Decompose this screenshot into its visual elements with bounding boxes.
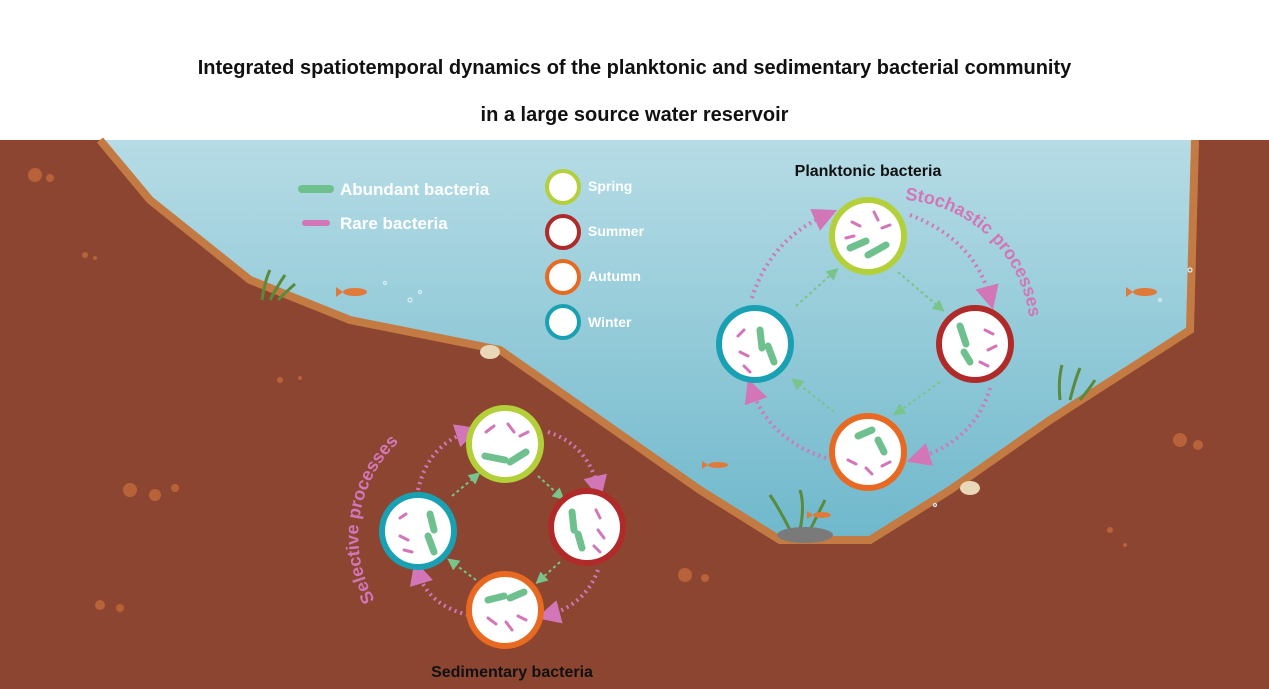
rock <box>777 527 833 543</box>
inner-arrows <box>447 472 565 585</box>
legend-winter: Winter <box>588 314 632 330</box>
bubbles <box>382 267 1193 508</box>
legend-abundant: Abundant bacteria <box>340 180 490 199</box>
sedimentary-label: Sedimentary bacteria <box>431 664 593 681</box>
legend-spring: Spring <box>588 178 632 194</box>
autumn-planktonic-circle <box>829 413 907 491</box>
water-plant-right <box>1057 364 1097 401</box>
spring-sedimentary-circle <box>466 405 544 483</box>
soil-bank <box>0 140 1269 689</box>
title-line-2: in a large source water reservoir <box>480 104 789 126</box>
summer-sedimentary-circle <box>548 488 626 566</box>
legend-seasons: Spring Summer Autumn Winter <box>545 169 645 340</box>
legend-rare: Rare bacteria <box>340 214 448 233</box>
soil-edge <box>96 137 1199 544</box>
legend-bacteria: Abundant bacteria Rare bacteria <box>298 180 490 233</box>
summer-planktonic-circle <box>936 305 1014 383</box>
water-plant-left <box>260 269 296 302</box>
planktonic-label: Planktonic bacteria <box>795 163 942 180</box>
shell-icon <box>480 345 980 495</box>
legend-autumn: Autumn <box>588 268 641 284</box>
winter-sedimentary-circle <box>379 492 457 570</box>
outer-arrows <box>410 424 607 624</box>
autumn-sedimentary-circle <box>466 571 544 649</box>
spring-planktonic-circle <box>829 197 907 275</box>
water-body <box>100 140 1195 540</box>
title-line-1: Integrated spatiotemporal dynamics of th… <box>197 57 1072 79</box>
fish-icon <box>336 287 1157 519</box>
pebbles <box>28 168 1203 612</box>
outer-arrows <box>744 208 999 466</box>
legend-summer: Summer <box>588 223 645 239</box>
winter-planktonic-circle <box>716 305 794 383</box>
inner-arrows <box>791 267 945 416</box>
